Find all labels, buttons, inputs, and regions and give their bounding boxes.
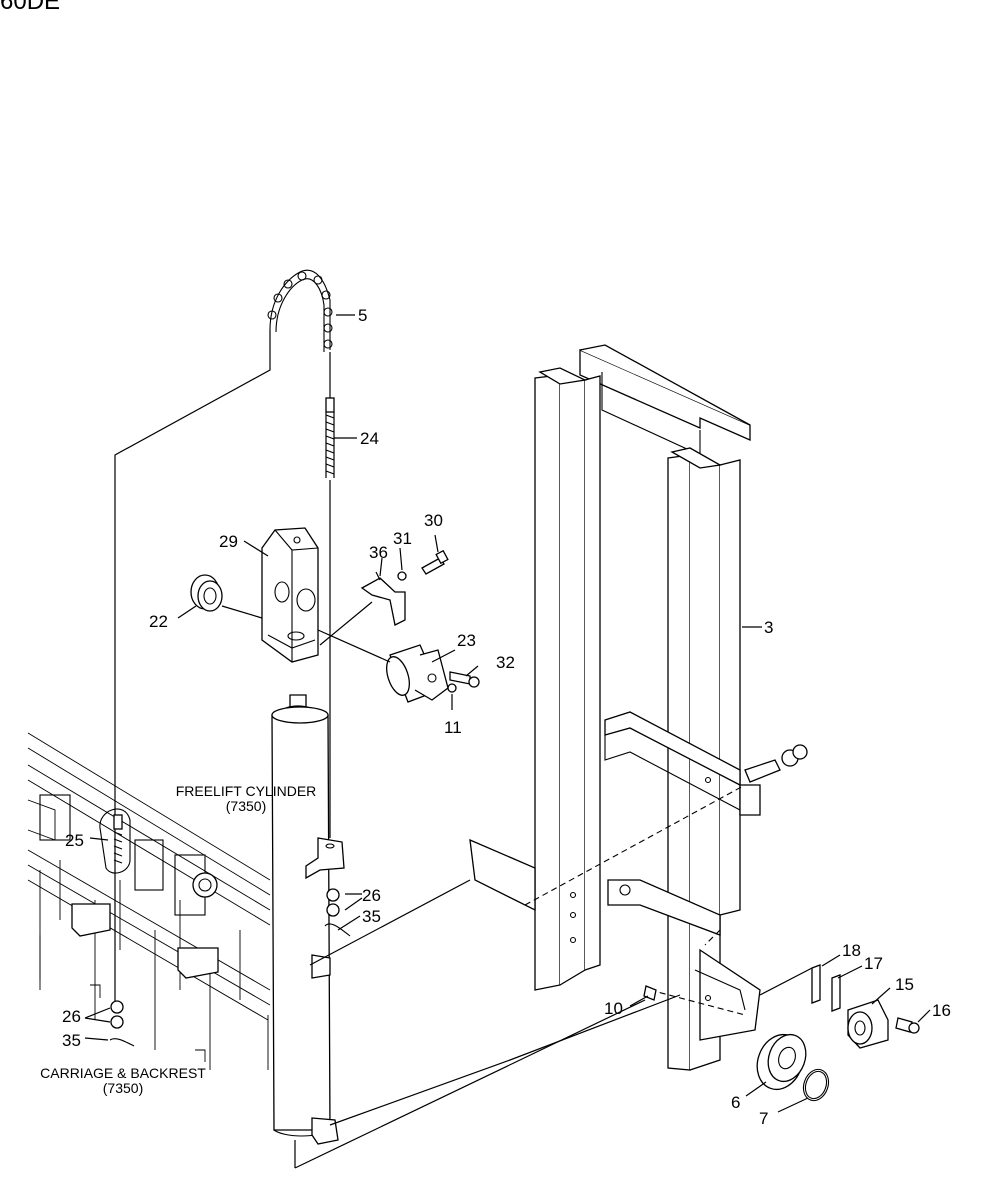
callout-16: 16	[932, 1001, 951, 1020]
callout-5: 5	[358, 306, 367, 325]
callout-18: 18	[842, 941, 861, 960]
carriage-backrest-code: (7350)	[103, 1080, 143, 1096]
freelift-cylinder	[271, 694, 345, 1145]
anchor-bolt	[325, 397, 335, 478]
freelift-cylinder-label: FREELIFT CYLINDER	[176, 783, 317, 799]
callout-17: 17	[864, 954, 883, 973]
carriage-frame	[27, 732, 271, 1070]
sheave-bracket	[261, 527, 319, 663]
callout-10: 10	[604, 999, 623, 1018]
carriage-backrest-label: CARRIAGE & BACKREST	[40, 1065, 206, 1081]
roller-bearing	[756, 1033, 807, 1091]
roller-bearing	[190, 574, 223, 612]
callout-22: 22	[149, 612, 168, 631]
callout-35-upper: 35	[362, 907, 381, 926]
callout-11: 11	[444, 718, 462, 737]
clip-part	[360, 577, 406, 626]
callout-31: 31	[393, 529, 412, 548]
callout-23: 23	[457, 631, 476, 650]
anchor-bolt	[744, 759, 781, 783]
roller-bearing	[847, 999, 889, 1049]
mast-frame	[469, 344, 808, 1071]
callout-35-lower: 35	[62, 1031, 81, 1050]
bolt-part	[421, 557, 445, 575]
callout-6: 6	[731, 1093, 740, 1112]
chain-part	[267, 269, 333, 352]
callout-30: 30	[424, 511, 443, 530]
callout-29: 29	[219, 532, 238, 551]
washer-part	[397, 571, 407, 581]
callout-15: 15	[895, 975, 914, 994]
callout-26-lower: 26	[62, 1007, 81, 1026]
callout-32: 32	[496, 653, 515, 672]
callout-7: 7	[759, 1109, 768, 1128]
anchor-bolt	[99, 808, 131, 874]
shaft-part	[386, 644, 449, 703]
callout-26-upper: 26	[362, 886, 381, 905]
callout-3: 3	[764, 618, 773, 637]
freelift-cylinder-code: (7350)	[226, 798, 266, 814]
callout-36: 36	[369, 543, 388, 562]
callout-25: 25	[65, 831, 84, 850]
model-code: 60DE	[0, 0, 61, 15]
callout-24: 24	[360, 429, 379, 448]
